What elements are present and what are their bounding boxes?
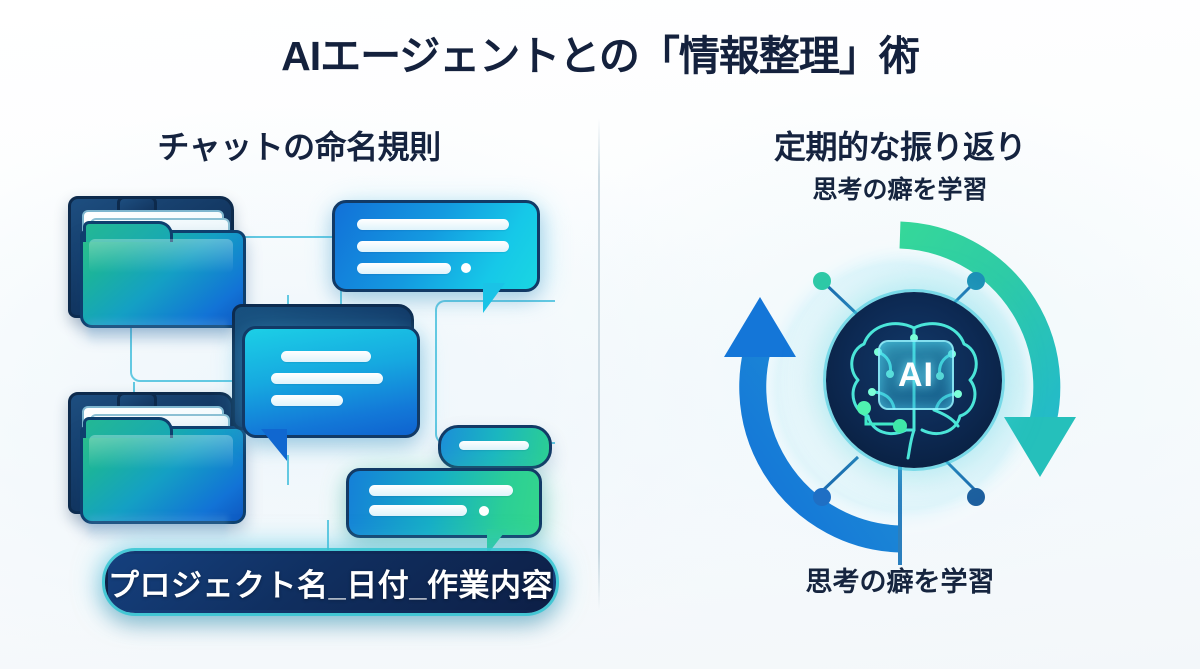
connector-wire-center-bottom bbox=[287, 455, 289, 485]
right-panel-caption: 思考の癖を学習 bbox=[805, 567, 995, 597]
bubble-text-line bbox=[281, 351, 371, 362]
bubble-text-line bbox=[369, 505, 467, 516]
folder-front-flap bbox=[80, 221, 246, 328]
connector-wire-pill bbox=[327, 520, 329, 550]
page-title: AIエージェントとの「情報整理」術 bbox=[281, 33, 920, 79]
bubble-text-line bbox=[357, 241, 509, 252]
bubble-text-line bbox=[357, 263, 451, 274]
right-panel-heading: 定期的な振り返り bbox=[773, 129, 1027, 165]
circuit-node bbox=[813, 272, 831, 290]
folder-front-flap bbox=[80, 417, 246, 524]
chat-bubble-bottom-right bbox=[346, 468, 542, 555]
vertical-divider bbox=[598, 118, 600, 610]
bubble-text-line bbox=[369, 485, 513, 496]
right-panel-subheading: 思考の癖を学習 bbox=[812, 176, 988, 204]
folder-reflection bbox=[88, 320, 228, 346]
chat-bubble-center bbox=[242, 326, 420, 461]
bubble-status-dot bbox=[479, 506, 489, 516]
ai-chip-label: AI bbox=[878, 340, 954, 410]
chat-bubble-top-right bbox=[332, 200, 540, 313]
ai-label-text: AI bbox=[898, 355, 934, 394]
bubble-tail bbox=[261, 429, 287, 461]
bubble-tail bbox=[487, 529, 507, 555]
bubble-text-line bbox=[459, 441, 529, 450]
bubble-text-line bbox=[271, 373, 383, 384]
naming-rule-pill[interactable]: プロジェクト名_日付_作業内容 bbox=[105, 551, 556, 613]
bubble-text-line bbox=[271, 395, 343, 406]
chat-bubble-small-pill bbox=[438, 425, 552, 469]
circuit-node bbox=[967, 272, 985, 290]
left-panel-heading: チャットの命名規則 bbox=[157, 129, 441, 165]
folder-icon-top bbox=[68, 196, 246, 346]
bubble-tail bbox=[483, 283, 505, 313]
folder-reflection bbox=[88, 516, 228, 542]
bubble-text-line bbox=[357, 219, 509, 230]
folder-icon-bottom bbox=[68, 392, 246, 542]
naming-rule-label: プロジェクト名_日付_作業内容 bbox=[108, 567, 553, 603]
ai-brain-circle: AI bbox=[826, 292, 1002, 468]
circuit-node bbox=[813, 488, 831, 506]
bubble-status-dot bbox=[461, 263, 471, 273]
connector-wire-left bbox=[130, 290, 247, 382]
circuit-node bbox=[967, 488, 985, 506]
